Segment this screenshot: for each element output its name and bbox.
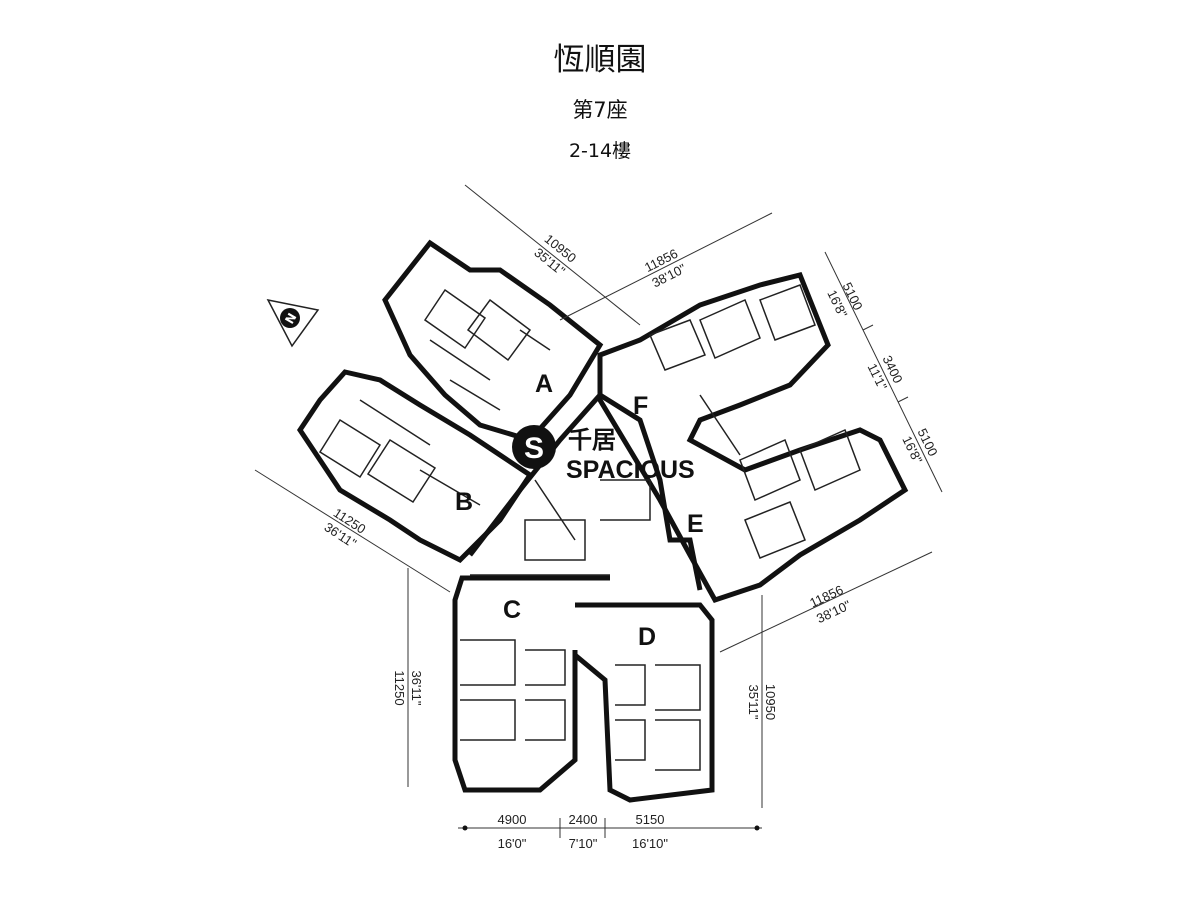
- north-arrow-icon: N: [266, 298, 320, 348]
- dim-bottom-2-ft: 7'10": [569, 836, 598, 851]
- spacious-watermark-logo: S 千居 SPACIOUS: [512, 425, 695, 484]
- dim-right-vertical-mm: 10950: [763, 684, 778, 720]
- dim-bottom-1-mm: 4900: [498, 812, 527, 827]
- dim-left-vertical-ft: 36'11": [409, 670, 424, 705]
- dimension-lines: [254, 184, 943, 838]
- estate-name: 恆順園: [553, 42, 647, 78]
- dim-left-vertical-mm: 11250: [392, 670, 407, 705]
- dim-right-vertical-ft: 35'11": [746, 684, 761, 719]
- wing-ef: [597, 272, 909, 604]
- watermark-chinese: 千居: [568, 426, 616, 454]
- dim-bottom-1-ft: 16'0": [498, 836, 527, 851]
- svg-text:S: S: [524, 432, 544, 465]
- unit-label-c: C: [503, 596, 521, 624]
- unit-label-a: A: [535, 370, 553, 398]
- unit-label-d: D: [638, 623, 656, 651]
- wing-cd: [452, 575, 715, 803]
- wing-a: [382, 239, 604, 443]
- dim-bottom-2-mm: 2400: [569, 812, 598, 827]
- watermark-english: SPACIOUS: [566, 456, 695, 484]
- core: [468, 391, 703, 591]
- floors-label: 2-14樓: [568, 140, 632, 162]
- block-label: 第7座: [572, 98, 628, 122]
- unit-label-b: B: [455, 488, 473, 516]
- unit-label-f: F: [633, 392, 648, 420]
- dim-bottom-3-ft: 16'10": [632, 836, 668, 851]
- unit-label-e: E: [687, 510, 704, 538]
- dim-bottom-3-mm: 5150: [636, 812, 665, 827]
